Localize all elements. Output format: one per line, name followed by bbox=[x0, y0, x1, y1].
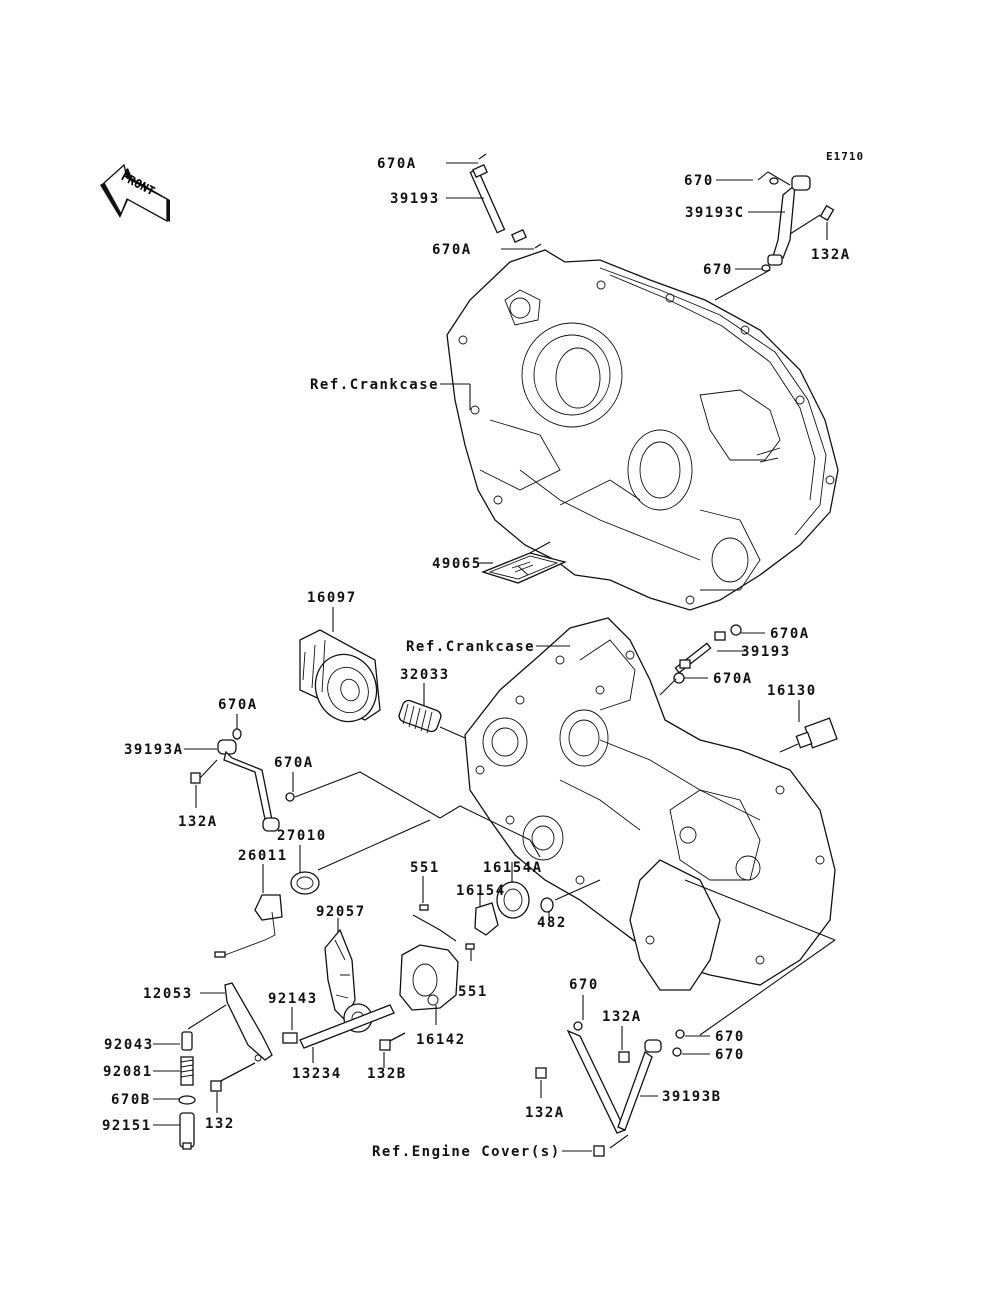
relief-valve-stack-drawing bbox=[178, 1031, 196, 1150]
part-16154A-drawing bbox=[496, 881, 530, 919]
part-27010-drawing bbox=[290, 871, 320, 895]
label-482: 482 bbox=[537, 915, 567, 931]
label-670A: 670A bbox=[770, 626, 810, 642]
label-551: 551 bbox=[410, 860, 440, 876]
leader-lines bbox=[153, 162, 836, 1152]
label-670: 670 bbox=[715, 1047, 745, 1063]
label-92143: 92143 bbox=[268, 991, 318, 1007]
label-92151: 92151 bbox=[102, 1118, 152, 1134]
label-92043: 92043 bbox=[104, 1037, 154, 1053]
part-39193-top-drawing bbox=[469, 153, 542, 249]
label-132B: 132B bbox=[367, 1066, 407, 1082]
label-670B: 670B bbox=[111, 1092, 151, 1108]
part-13234-drawing bbox=[299, 1003, 395, 1049]
label-132A: 132A bbox=[178, 814, 218, 830]
label-670A: 670A bbox=[432, 242, 472, 258]
label-16142: 16142 bbox=[416, 1032, 466, 1048]
part-16130-drawing bbox=[795, 717, 838, 749]
label-49065: 49065 bbox=[432, 556, 482, 572]
part-92143-drawing bbox=[282, 1032, 298, 1044]
label-39193: 39193 bbox=[390, 191, 440, 207]
label-16097: 16097 bbox=[307, 590, 357, 606]
label-26011: 26011 bbox=[238, 848, 288, 864]
label-39193B: 39193B bbox=[662, 1089, 722, 1105]
label-16154A: 16154A bbox=[483, 860, 543, 876]
ref-crankcase-upper: Ref.Crankcase bbox=[310, 377, 439, 393]
label-27010: 27010 bbox=[277, 828, 327, 844]
label-132A: 132A bbox=[602, 1009, 642, 1025]
label-670A: 670A bbox=[218, 697, 258, 713]
label-132: 132 bbox=[205, 1116, 235, 1132]
part-39193-right-drawing bbox=[673, 624, 742, 684]
label-39193C: 39193C bbox=[685, 205, 745, 221]
label-13234: 13234 bbox=[292, 1066, 342, 1082]
ref-crankcase-lower: Ref.Crankcase bbox=[406, 639, 535, 655]
part-132-drawing bbox=[210, 1062, 256, 1092]
label-670: 670 bbox=[715, 1029, 745, 1045]
label-32033: 32033 bbox=[400, 667, 450, 683]
part-32033-drawing bbox=[398, 699, 442, 734]
label-92057: 92057 bbox=[316, 904, 366, 920]
label-16130: 16130 bbox=[767, 683, 817, 699]
label-670A: 670A bbox=[377, 156, 417, 172]
part-92057-drawing bbox=[324, 928, 356, 1022]
part-39193A-drawing bbox=[190, 728, 295, 832]
label-39193A: 39193A bbox=[124, 742, 184, 758]
part-16154-drawing bbox=[474, 902, 499, 936]
label-132A: 132A bbox=[811, 247, 851, 263]
ref-engine-cover: Ref.Engine Cover(s) bbox=[372, 1144, 561, 1160]
label-670A: 670A bbox=[274, 755, 314, 771]
part-39193C-drawing bbox=[761, 175, 835, 272]
upper-crankcase-drawing bbox=[446, 249, 839, 611]
part-16142-drawing bbox=[399, 944, 459, 1011]
part-132B-drawing bbox=[379, 1032, 406, 1051]
part-26011-drawing bbox=[214, 894, 283, 958]
label-670A: 670A bbox=[713, 671, 753, 687]
part-551-drawing bbox=[419, 904, 475, 950]
label-670: 670 bbox=[703, 262, 733, 278]
part-49065-drawing bbox=[481, 552, 567, 584]
label-12053: 12053 bbox=[143, 986, 193, 1002]
label-39193: 39193 bbox=[741, 644, 791, 660]
lower-crankcase-drawing bbox=[464, 617, 836, 991]
diagram-code: E1710 bbox=[826, 150, 864, 163]
label-16154: 16154 bbox=[456, 883, 506, 899]
label-670: 670 bbox=[684, 173, 714, 189]
front-arrow-icon: FRONT bbox=[100, 163, 170, 223]
part-482-drawing bbox=[540, 897, 554, 913]
label-92081: 92081 bbox=[103, 1064, 153, 1080]
part-16097-drawing bbox=[299, 629, 381, 723]
part-39193B-drawing bbox=[535, 1021, 685, 1157]
part-12053-drawing bbox=[224, 982, 273, 1062]
label-551: 551 bbox=[458, 984, 488, 1000]
label-132A: 132A bbox=[525, 1105, 565, 1121]
label-670: 670 bbox=[569, 977, 599, 993]
